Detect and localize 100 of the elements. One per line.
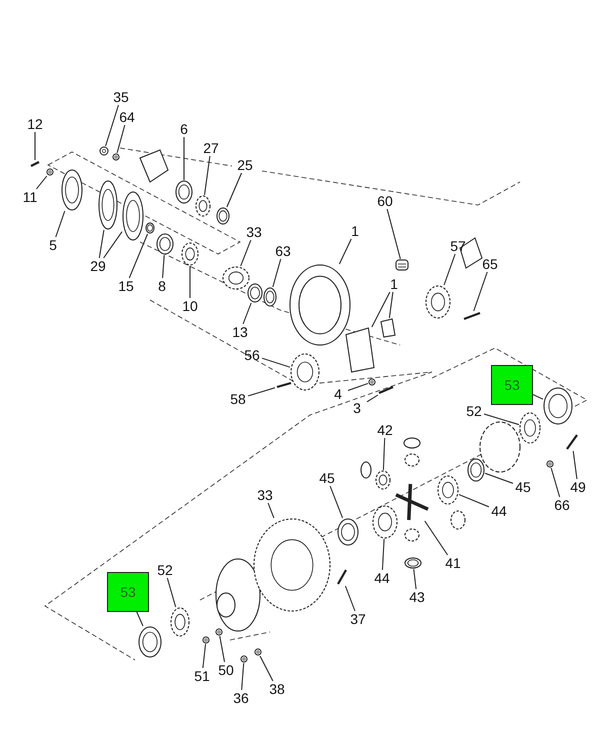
leader-line bbox=[272, 258, 282, 288]
callout-number: 50 bbox=[216, 662, 236, 678]
pin-drawing bbox=[276, 382, 292, 388]
leader-line bbox=[268, 502, 274, 518]
gear-drawing bbox=[290, 354, 320, 390]
ring-drawing bbox=[146, 222, 154, 234]
leader-line bbox=[103, 231, 122, 258]
leader-line bbox=[162, 254, 165, 278]
ring-drawing bbox=[468, 458, 484, 482]
leader-line bbox=[219, 636, 226, 662]
nut-drawing bbox=[216, 628, 222, 636]
callout-number: 42 bbox=[375, 422, 395, 438]
leader-line bbox=[202, 644, 206, 668]
callout-number: 57 bbox=[448, 238, 468, 254]
ring-drawing bbox=[156, 234, 174, 254]
leader-line bbox=[344, 586, 356, 612]
leader-line bbox=[532, 394, 544, 400]
gear-drawing bbox=[376, 470, 390, 490]
nut-drawing bbox=[46, 168, 54, 176]
leader-line bbox=[348, 382, 368, 391]
leader-line bbox=[260, 656, 274, 682]
callout-number: 29 bbox=[88, 258, 108, 274]
leader-line bbox=[262, 358, 290, 368]
nut-drawing bbox=[240, 656, 248, 662]
leader-line bbox=[248, 387, 276, 396]
callout-number: 45 bbox=[317, 470, 337, 486]
bolt-drawing bbox=[566, 434, 578, 450]
leader-line bbox=[413, 568, 417, 590]
leader-line bbox=[105, 104, 119, 146]
callout-number: 44 bbox=[489, 503, 509, 519]
nut-drawing bbox=[112, 154, 120, 160]
plug-drawing bbox=[396, 260, 408, 270]
callout-number: 44 bbox=[372, 570, 392, 586]
nut-drawing bbox=[368, 378, 376, 386]
callout-number: 38 bbox=[267, 681, 287, 697]
callout-number: 37 bbox=[348, 611, 368, 627]
bolt-drawing bbox=[378, 386, 394, 394]
gear-drawing bbox=[372, 506, 398, 538]
callout-number: 11 bbox=[20, 189, 40, 205]
highlighted-callout: 53 bbox=[107, 572, 149, 612]
bolt-drawing bbox=[30, 161, 40, 167]
nut-drawing bbox=[202, 636, 210, 644]
callout-number: 15 bbox=[116, 278, 136, 294]
leader-line bbox=[424, 520, 448, 556]
callout-number: 41 bbox=[443, 555, 463, 571]
callout-number: 52 bbox=[464, 403, 484, 419]
callout-number: 58 bbox=[228, 391, 248, 407]
cross-shaft-drawing bbox=[394, 482, 430, 522]
leader-line bbox=[166, 578, 176, 608]
callout-number: 12 bbox=[25, 116, 45, 132]
nut-drawing bbox=[546, 460, 554, 468]
cap-drawing bbox=[345, 327, 375, 373]
ring-drawing bbox=[98, 180, 118, 230]
ring-drawing bbox=[216, 208, 230, 224]
leader-line bbox=[473, 272, 488, 312]
ring-drawing bbox=[62, 170, 82, 210]
leader-line bbox=[484, 414, 520, 426]
callout-number: 33 bbox=[244, 224, 264, 240]
ring-drawing bbox=[248, 284, 262, 302]
callout-number: 56 bbox=[242, 347, 262, 363]
callout-number: 3 bbox=[347, 400, 367, 416]
leader-line bbox=[34, 132, 36, 160]
callout-number: 8 bbox=[152, 278, 172, 294]
housing-drawing bbox=[290, 264, 350, 346]
leader-line bbox=[136, 612, 144, 626]
callout-number: 51 bbox=[192, 668, 212, 684]
leader-line bbox=[382, 438, 386, 470]
callout-number: 27 bbox=[201, 140, 221, 156]
callout-number: 35 bbox=[111, 89, 131, 105]
leader-line bbox=[240, 240, 252, 266]
highlighted-callout: 53 bbox=[491, 365, 533, 405]
callout-number: 49 bbox=[568, 479, 588, 495]
leader-line bbox=[241, 662, 244, 690]
callout-number: 1 bbox=[345, 223, 365, 239]
gear-drawing bbox=[520, 412, 540, 444]
callout-number: 64 bbox=[117, 109, 137, 125]
ring-drawing bbox=[544, 388, 572, 424]
leader-line bbox=[242, 302, 252, 324]
gear-drawing bbox=[196, 196, 210, 216]
callout-number: 5 bbox=[43, 237, 63, 253]
callout-number: 25 bbox=[235, 157, 255, 173]
gear-drawing bbox=[182, 242, 198, 266]
leader-line bbox=[98, 230, 104, 258]
leader-line bbox=[330, 486, 344, 518]
callout-number: 6 bbox=[174, 121, 194, 137]
callout-number: 65 bbox=[480, 256, 500, 272]
callout-number: 63 bbox=[273, 243, 293, 259]
callout-number: 36 bbox=[231, 690, 251, 706]
leader-line bbox=[444, 254, 456, 286]
callout-number: 52 bbox=[155, 562, 175, 578]
leader-line bbox=[338, 238, 352, 264]
leader-line bbox=[366, 394, 378, 402]
leader-line bbox=[388, 292, 394, 318]
callout-number: 10 bbox=[180, 298, 200, 314]
ring-drawing bbox=[264, 288, 276, 306]
callout-number: 4 bbox=[328, 386, 348, 402]
nut-drawing bbox=[100, 146, 108, 156]
gear-drawing bbox=[170, 608, 190, 636]
callout-number: 33 bbox=[255, 487, 275, 503]
cap-drawing bbox=[380, 318, 396, 338]
